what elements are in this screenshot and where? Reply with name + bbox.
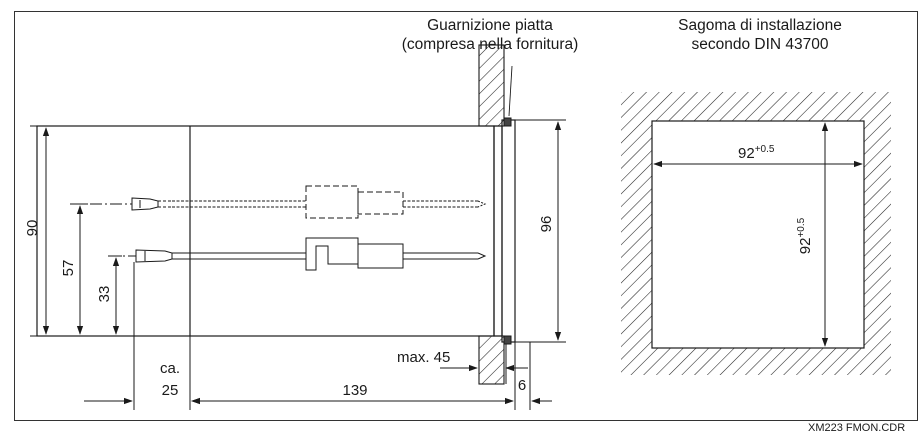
cutout-height-value: 92 <box>797 237 814 255</box>
gasket-title: Guarnizione piatta (compresa nella forni… <box>380 16 600 54</box>
lower-mounting-rod <box>108 237 487 271</box>
cutout-title-line1: Sagoma di installazione <box>678 17 842 34</box>
file-credit: XM223 FMON.CDR <box>808 422 906 434</box>
cutout-title-line2: secondo DIN 43700 <box>691 36 829 53</box>
side-view-dimension-lines <box>30 119 566 410</box>
flat-gasket <box>503 65 513 345</box>
dim-33-label: 33 <box>96 285 113 303</box>
dim-139-label: 139 <box>342 382 368 399</box>
cutout-height-label: 92+0.5 <box>796 201 816 271</box>
dim-25-label: 25 <box>161 382 179 399</box>
dim-max45-label: max. 45 <box>397 349 451 366</box>
cutout-width-label: 92+0.5 <box>738 144 774 162</box>
upper-mounting-rod <box>70 185 487 219</box>
dim-57-label: 57 <box>60 259 77 277</box>
dim-90-label: 90 <box>24 219 41 237</box>
gasket-title-line1: Guarnizione piatta <box>427 17 553 34</box>
cutout-width-value: 92 <box>738 145 755 162</box>
panel-wall <box>478 44 505 385</box>
cutout-height-tolerance: +0.5 <box>796 217 807 238</box>
cutout-dimension-lines <box>653 122 863 347</box>
gasket-title-line2: (compresa nella fornitura) <box>401 36 579 53</box>
cutout-width-tolerance: +0.5 <box>754 144 775 155</box>
cutout-title: Sagoma di installazione secondo DIN 4370… <box>660 16 860 54</box>
dim-96-label: 96 <box>538 215 555 233</box>
dim-6-label: 6 <box>517 377 527 394</box>
panel-cutout <box>621 92 891 375</box>
dim-ca-label: ca. <box>159 360 180 377</box>
